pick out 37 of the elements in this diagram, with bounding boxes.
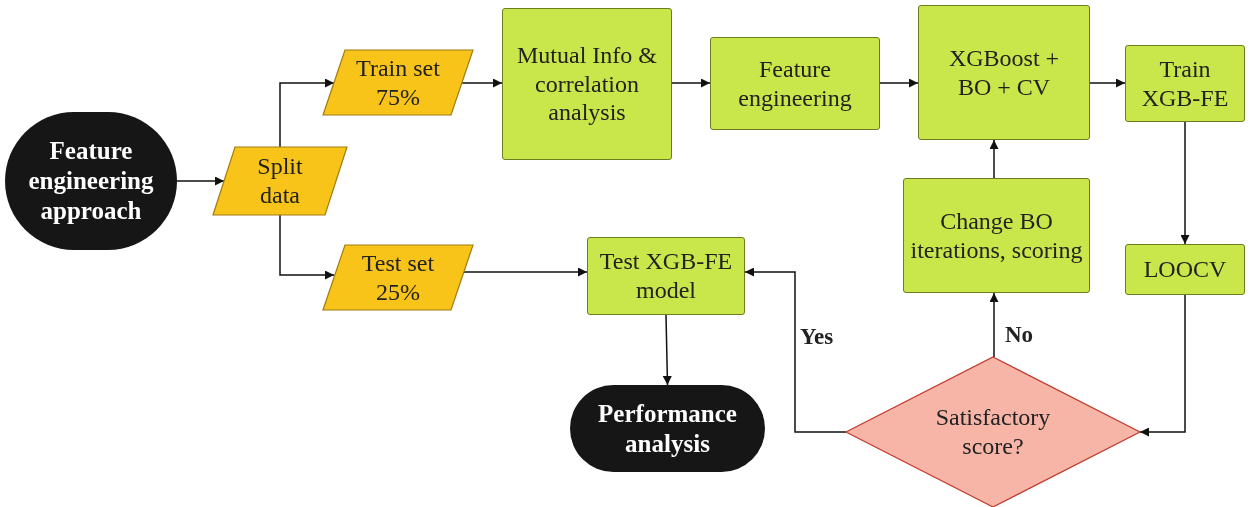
node-label: Train XGB-FE (1140, 54, 1230, 113)
arrow (989, 292, 999, 358)
arrow (662, 314, 672, 386)
node-label: XGBoost + BO + CV (947, 43, 1061, 102)
node-label: LOOCV (1142, 255, 1228, 284)
node-label: Train set 75% (355, 53, 441, 112)
node-label: Test XGB-FE model (598, 247, 734, 305)
arrow (989, 139, 999, 179)
arrow (671, 78, 711, 88)
arrow (176, 176, 225, 186)
data-parallelogram (323, 50, 473, 115)
arrow (1180, 121, 1190, 245)
node-label: Satisfactory score? (934, 403, 1052, 461)
arrow (744, 267, 847, 433)
process-box (1125, 244, 1245, 295)
process-box (918, 5, 1090, 140)
arrow (461, 78, 503, 88)
node-label: Feature engineering (737, 54, 853, 113)
node-label: Mutual Info & correlation analysis (516, 40, 658, 128)
node-label: Change BO iterations, scoring (909, 206, 1084, 265)
node-label: Split data (256, 152, 304, 210)
node-label: Feature engineering approach (27, 136, 155, 226)
process-box (903, 178, 1090, 293)
data-parallelogram (323, 245, 473, 310)
node-label: Performance analysis (597, 398, 738, 459)
data-parallelogram (213, 147, 347, 215)
decision-diamond (846, 357, 1140, 507)
arrow (879, 78, 919, 88)
process-box (502, 8, 672, 160)
arrow (1139, 294, 1186, 437)
process-box (587, 237, 745, 315)
arrow (279, 78, 335, 148)
process-box (1125, 45, 1245, 122)
arrow (279, 214, 335, 280)
process-box (710, 37, 880, 130)
arrow (1089, 78, 1126, 88)
node-label: Test set 25% (360, 248, 436, 307)
